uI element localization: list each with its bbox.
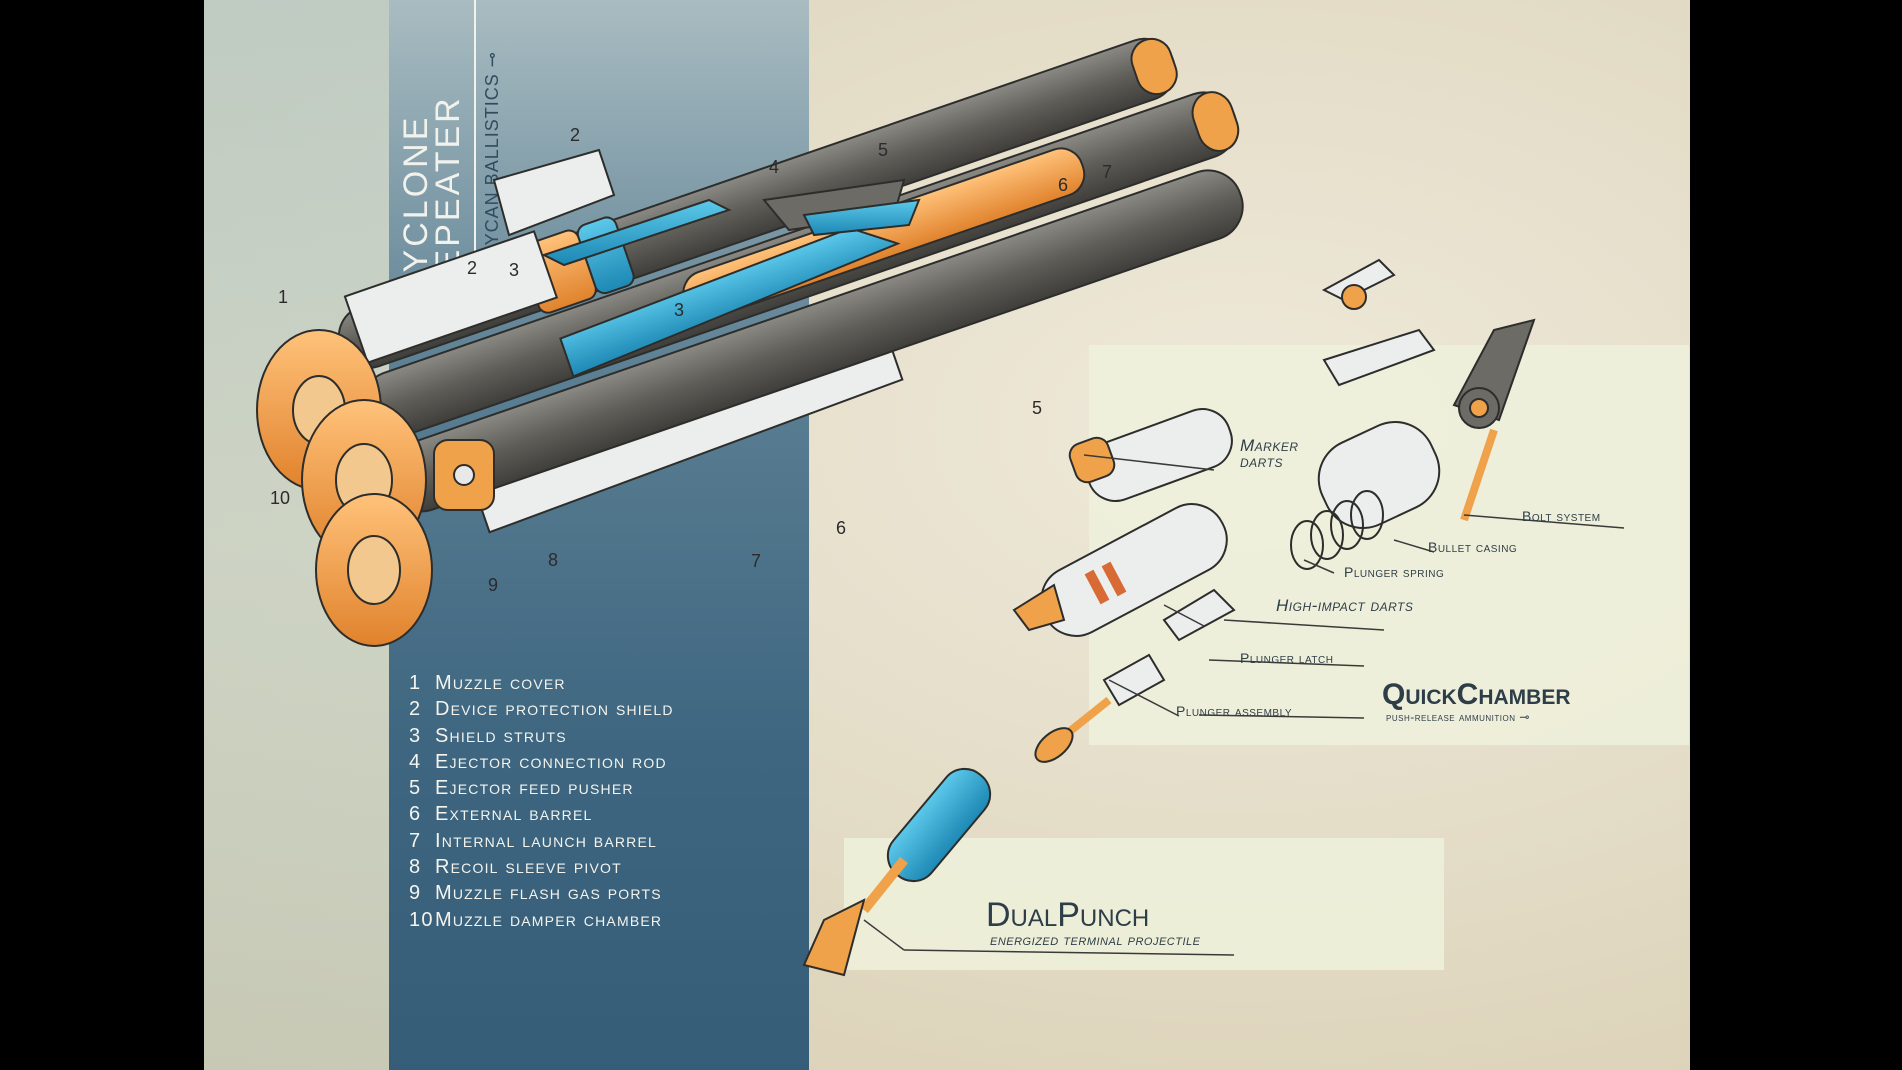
- quickchamber-subtitle: push-release ammunition ⊸: [1386, 710, 1530, 724]
- callout-1: 1: [278, 287, 289, 307]
- label-plunger-spring: Plunger spring: [1344, 564, 1445, 580]
- bullet-casing: [1317, 421, 1441, 529]
- callout-3b: 3: [674, 300, 685, 320]
- casing-half: [1322, 328, 1436, 387]
- barrel-tip-top: [1130, 37, 1178, 96]
- muzzle-caps: [256, 329, 495, 647]
- callout-10: 10: [270, 488, 291, 508]
- ejector-feed-pusher: [559, 227, 901, 378]
- callout-2a: 2: [570, 125, 581, 145]
- plunger-spring: [1290, 490, 1384, 570]
- small-latch-part: [1321, 258, 1396, 302]
- dualpunch-panel: [844, 838, 1444, 970]
- illustration-canvas: CYCLONE REPEATER LYCAN BALLISTICS ⊸: [204, 0, 1690, 1070]
- weapon-drawing: [256, 37, 1625, 977]
- plunger-assembly: [1102, 653, 1166, 707]
- dualpunch-title: DualPunch: [986, 896, 1150, 934]
- dualpunch-subtitle: energized terminal projectile: [990, 932, 1201, 949]
- label-plunger-assembly: Plunger assembly: [1176, 703, 1293, 719]
- barrel-assembly: [338, 37, 1244, 534]
- callout-7b: 7: [751, 551, 762, 571]
- protection-shield-bottom: [475, 349, 904, 534]
- callout-9: 9: [488, 575, 499, 595]
- callout-7a: 7: [1102, 162, 1113, 182]
- label-marker-darts: Marker darts: [1240, 436, 1299, 471]
- title-divider: [474, 0, 476, 260]
- quickchamber-parts: [1012, 258, 1536, 763]
- callout-2b: 2: [467, 258, 478, 278]
- exploded-ejector-rod: [541, 198, 732, 267]
- plunger-latch: [1162, 588, 1236, 642]
- callout-5a: 5: [878, 140, 889, 160]
- bolt-pin: [1460, 428, 1498, 522]
- exploded-shield: [492, 148, 616, 237]
- quickchamber-title: QuickChamber: [1382, 678, 1571, 711]
- leader-lines: [863, 454, 1625, 956]
- callout-3a: 3: [509, 260, 520, 280]
- callout-4: 4: [769, 157, 780, 177]
- dualpunch-tip: [802, 898, 866, 977]
- callout-6b: 6: [836, 518, 847, 538]
- label-bullet-casing: Bullet casing: [1428, 539, 1518, 555]
- dualpunch-projectile: [802, 767, 992, 977]
- callout-5b: 5: [1032, 398, 1043, 418]
- protection-shield-top: [343, 230, 559, 364]
- label-bolt-system: Bolt system: [1522, 508, 1601, 524]
- callout-6a: 6: [1058, 175, 1069, 195]
- callout-8: 8: [548, 550, 559, 570]
- label-plunger-latch: Plunger latch: [1240, 650, 1334, 666]
- barrel-tip-mid: [1191, 91, 1240, 152]
- label-high-impact-darts: High-impact darts: [1276, 596, 1414, 615]
